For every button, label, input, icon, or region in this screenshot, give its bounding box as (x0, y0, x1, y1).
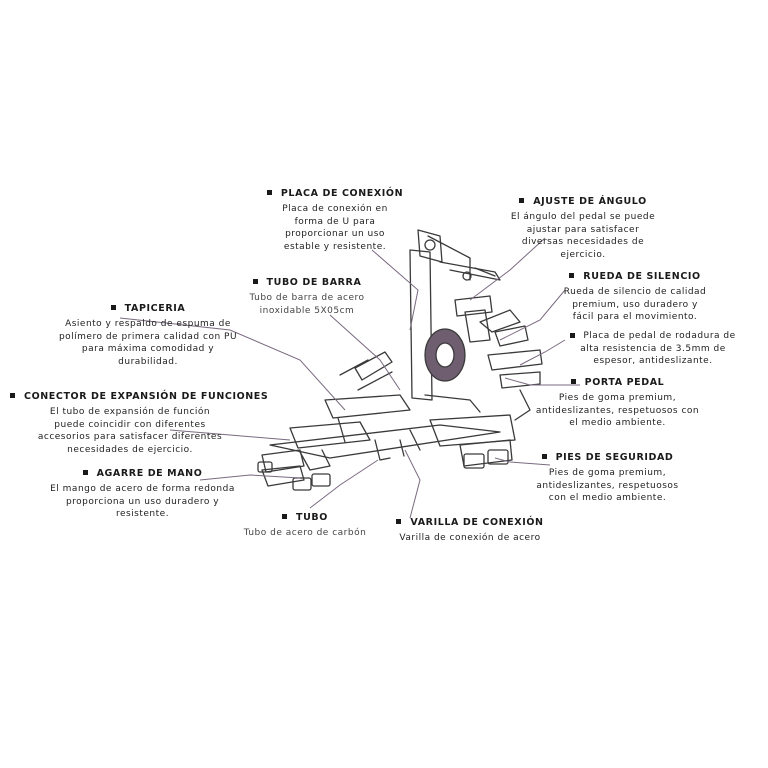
bullet-icon (252, 279, 258, 284)
bullet-icon (570, 333, 576, 338)
callout-conector: CONECTOR DE EXPANSIÓN DE FUNCIONES El tu… (10, 391, 268, 456)
callout-title: TUBO DE BARRA (237, 277, 377, 288)
bullet-icon (570, 379, 576, 384)
callout-agarre-mano: AGARRE DE MANO El mango de acero de form… (35, 468, 250, 521)
callout-rueda-silencio: RUEDA DE SILENCIO Rueda de silencio de c… (545, 271, 725, 324)
callout-title: Pies de seguridad (525, 452, 690, 463)
callout-tubo: TUBO Tubo de acero de carbón (240, 512, 370, 540)
callout-title: AGARRE DE MANO (35, 468, 250, 479)
callout-porta-pedal: PORTA PEDAL Pies de goma premium, antide… (525, 377, 710, 430)
callout-description: Asiento y respaldo de espuma de polímero… (58, 319, 238, 367)
callout-title: PORTA PEDAL (525, 377, 710, 388)
callout-placa-pedal: Placa de pedal de rodadura de alta resis… (558, 330, 748, 368)
callout-tubo-barra: TUBO DE BARRA Tubo de barra de acero ino… (237, 277, 377, 317)
pedal-plate (487, 349, 543, 371)
bullet-icon (541, 454, 547, 459)
callout-title: VARILLA DE CONEXIÓN (385, 517, 555, 528)
bullet-icon (10, 393, 15, 398)
callout-description: Pies de goma premium, antideslizantes, r… (536, 468, 679, 503)
callout-title: Ajuste de ángulo (498, 196, 668, 207)
callout-description: Placa de conexión en forma de U para pro… (282, 204, 388, 252)
bullet-icon (519, 198, 525, 203)
callout-title: CONECTOR DE EXPANSIÓN DE FUNCIONES (10, 391, 268, 402)
cable-tower (409, 249, 433, 401)
callout-description: Tubo de acero de carbón (243, 528, 367, 538)
bullet-icon (396, 519, 402, 524)
bullet-icon (266, 190, 272, 195)
callout-title: TUBO (240, 512, 370, 523)
bullet-icon (82, 470, 88, 475)
callout-description: Pies de goma premium, antideslizantes, r… (535, 393, 700, 428)
bullet-icon (282, 514, 288, 519)
bullet-icon (110, 305, 116, 310)
callout-description: El ángulo del pedal se puede ajustar par… (510, 212, 656, 260)
front-foot (292, 477, 312, 491)
callout-description: Rueda de silencio de calidad premium, us… (563, 287, 707, 322)
callout-ajuste-angulo: Ajuste de ángulo El ángulo del pedal se … (498, 196, 668, 261)
leader-lines (119, 237, 580, 519)
callout-pies-seguridad: Pies de seguridad Pies de goma premium, … (525, 452, 690, 505)
callout-varilla-conexion: VARILLA DE CONEXIÓN Varilla de conexión … (385, 517, 555, 545)
callout-title: TAPICERIA (48, 303, 248, 314)
callout-description: Varilla de conexión de acero (399, 533, 541, 543)
base-rail (269, 424, 501, 459)
callout-title: RUEDA DE SILENCIO (545, 271, 725, 282)
safety-foot (463, 453, 485, 469)
callout-tapiceria: TAPICERIA Asiento y respaldo de espuma d… (48, 303, 248, 368)
backrest-pad (324, 394, 411, 419)
callout-description: El tubo de expansión de función puede co… (37, 407, 223, 455)
callout-description: El mango de acero de forma redonda propo… (50, 484, 235, 519)
callout-title: PLACA DE CONEXIÓN (255, 188, 415, 199)
callout-description: Tubo de barra de acero inoxidable 5X05cm (249, 293, 365, 316)
bullet-icon (569, 273, 575, 278)
callout-placa-conexion: PLACA DE CONEXIÓN Placa de conexión en f… (255, 188, 415, 253)
seat-pad (289, 421, 371, 449)
callout-description: Placa de pedal de rodadura de alta resis… (558, 330, 748, 368)
